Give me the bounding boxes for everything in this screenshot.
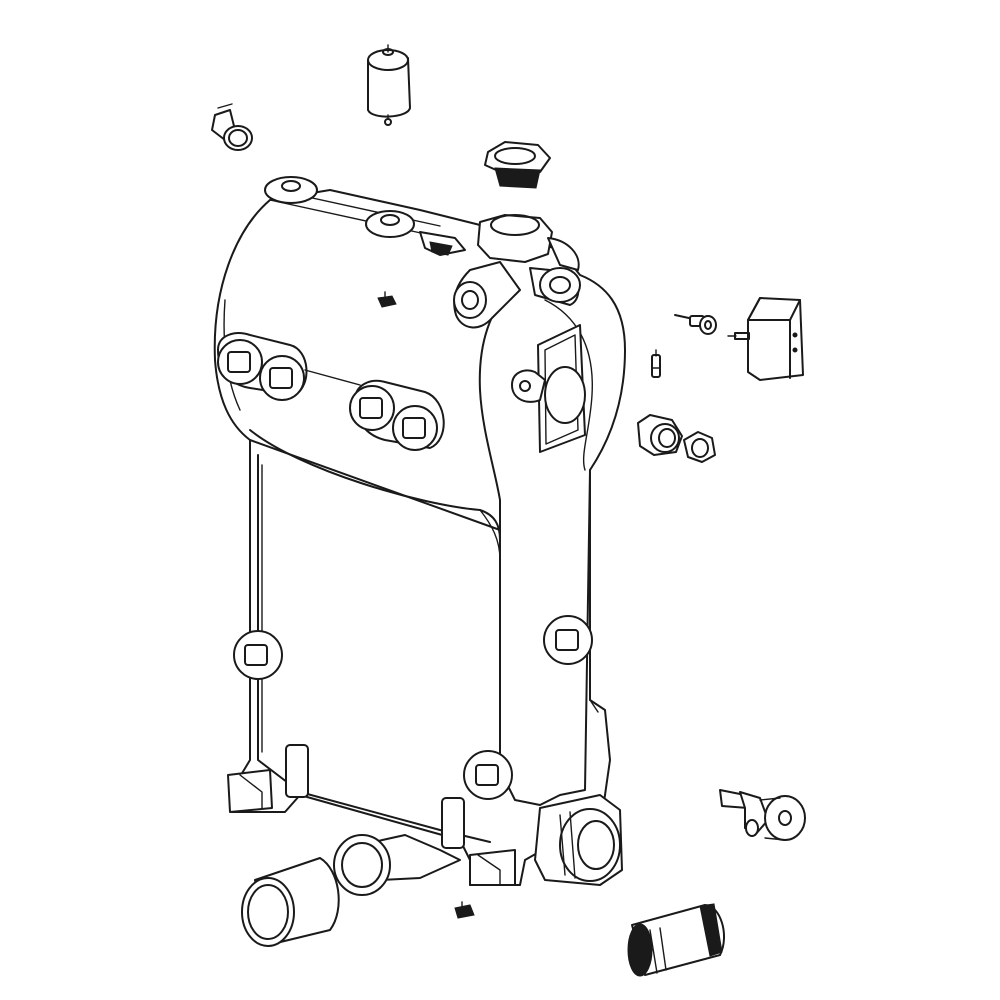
upper-port-row-left	[217, 332, 361, 401]
elbow-fitting	[211, 103, 253, 151]
upper-port-row-right	[349, 380, 445, 451]
top-outlet-fitting	[453, 214, 581, 329]
right-side-port-lower	[463, 750, 513, 800]
bottom-tabs	[285, 744, 465, 849]
threaded-pipe-nipple	[627, 903, 725, 977]
large-pipe-sleeve	[241, 857, 340, 947]
mounting-plate	[511, 324, 586, 453]
bottom-inlet-pipe	[333, 834, 461, 896]
drain-valve	[719, 789, 806, 841]
right-side-port-upper	[543, 615, 593, 665]
small-pin-fitting	[651, 349, 661, 378]
boiler-heat-exchanger-body	[213, 189, 626, 886]
hex-nut-top	[484, 141, 551, 189]
control-module-box	[727, 297, 804, 381]
bottom-outlet-nut	[534, 794, 623, 886]
top-boss-pads	[264, 176, 466, 256]
union-nut	[637, 414, 683, 456]
cylinder-sensor-part	[367, 44, 411, 126]
bottom-clip	[454, 901, 475, 919]
drum-clip	[377, 291, 397, 308]
left-side-port	[233, 630, 283, 680]
temperature-probe	[674, 314, 717, 335]
bushing-washer	[683, 431, 716, 463]
